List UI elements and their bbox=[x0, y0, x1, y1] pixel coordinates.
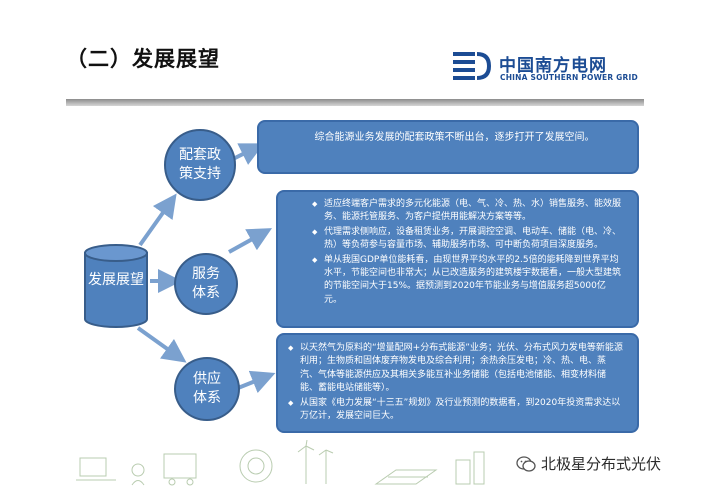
node-service-system: 服务体系 bbox=[174, 253, 238, 315]
arrow-service-to-text bbox=[228, 228, 272, 254]
policy-detail-box: 综合能源业务发展的配套政策不断出台，逐步打开了发展空间。 bbox=[257, 120, 639, 174]
supply-bullet-list: 以天然气为原料的“增量配网+分布式能源”业务；光伏、分布式风力发电等新能源利用；… bbox=[288, 342, 623, 424]
arrow-policy-to-text bbox=[232, 143, 265, 165]
arrow-root-to-policy bbox=[138, 193, 177, 247]
node-supply-label: 供应体系 bbox=[193, 371, 221, 406]
energy-illustration-footer bbox=[76, 440, 485, 486]
grid-logo-icon bbox=[453, 52, 491, 80]
arrow-supply-to-text bbox=[237, 370, 276, 394]
root-node-label: 发展展望 bbox=[88, 272, 144, 288]
node-policy-support: 配套政策支持 bbox=[164, 129, 236, 201]
service-detail-box: 适应终端客户需求的多元化能源（电、气、冷、热、水）销售服务、能效服务、能源托管服… bbox=[276, 190, 639, 328]
company-logo: 中国南方电网 CHINA SOUTHERN POWER GRID bbox=[453, 50, 643, 86]
supply-bullet: 从国家《电力发展“十三五”规划》及行业预测的数据看，到2020年投资需求达以万亿… bbox=[288, 397, 623, 424]
logo-name-cn: 中国南方电网 bbox=[499, 56, 607, 76]
watermark-text: 北极星分布式光伏 bbox=[541, 455, 662, 473]
policy-detail-text: 综合能源业务发展的配套政策不断出台，逐步打开了发展空间。 bbox=[314, 132, 595, 143]
service-bullet: 代理需求侧响应，设备租赁业务，开展调控空调、电动车、储能（电、冷、热）等负荷参与… bbox=[312, 226, 623, 253]
supply-bullet: 以天然气为原料的“增量配网+分布式能源”业务；光伏、分布式风力发电等新能源利用；… bbox=[288, 342, 623, 396]
node-policy-label: 配套政策支持 bbox=[179, 147, 221, 182]
logo-name-en: CHINA SOUTHERN POWER GRID bbox=[500, 73, 638, 82]
arrow-root-to-supply bbox=[136, 326, 187, 363]
source-watermark: 北极星分布式光伏 bbox=[516, 453, 661, 474]
node-service-label: 服务体系 bbox=[192, 266, 220, 301]
node-supply-system: 供应体系 bbox=[174, 357, 240, 421]
slide-title: （二）发展展望 bbox=[66, 47, 220, 71]
service-bullet-list: 适应终端客户需求的多元化能源（电、气、冷、热、水）销售服务、能效服务、能源托管服… bbox=[312, 198, 623, 308]
service-bullet: 适应终端客户需求的多元化能源（电、气、冷、热、水）销售服务、能效服务、能源托管服… bbox=[312, 198, 623, 225]
root-cylinder bbox=[84, 244, 148, 328]
title-divider-bar bbox=[66, 99, 644, 106]
service-bullet: 单从我国GDP单位能耗看，由现世界平均水平的2.5倍的能耗降到世界平均水平，节能… bbox=[312, 254, 623, 308]
supply-detail-box: 以天然气为原料的“增量配网+分布式能源”业务；光伏、分布式风力发电等新能源利用；… bbox=[276, 333, 639, 433]
wechat-icon bbox=[516, 455, 536, 472]
